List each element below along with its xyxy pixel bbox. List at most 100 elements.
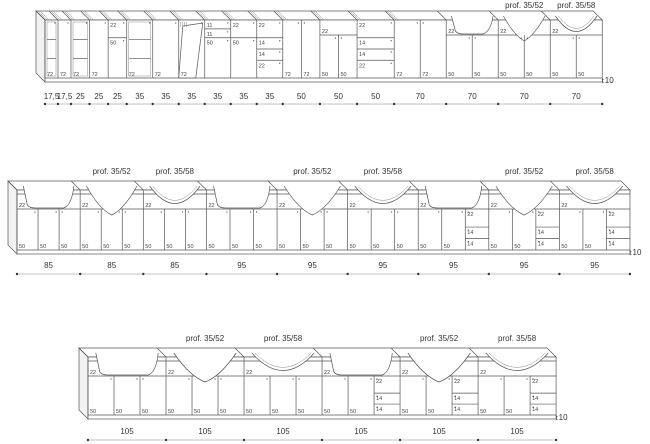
- height-label: 22: [359, 23, 365, 29]
- worktop-hatch: [173, 10, 183, 21]
- handle-icon: [376, 378, 378, 380]
- height-label: 50: [491, 244, 497, 250]
- module-width-label: 17,5: [44, 92, 60, 101]
- height-label: 14: [467, 230, 473, 236]
- handle-icon: [97, 211, 99, 213]
- side-panel: [7, 180, 18, 255]
- worktop-hatch: [119, 10, 129, 21]
- side-panel: [35, 10, 46, 83]
- height-label: 50: [208, 244, 214, 250]
- dimension-tick: [281, 102, 284, 106]
- dimension-tick: [78, 272, 82, 276]
- height-label: 50: [324, 409, 330, 415]
- handle-icon: [390, 22, 392, 24]
- dimension-tick: [205, 272, 208, 276]
- height-label: 50: [90, 409, 96, 415]
- handle-icon: [579, 211, 581, 213]
- module-width-label: 25: [76, 92, 85, 101]
- handle-icon: [142, 378, 144, 380]
- height-label: 14: [359, 41, 365, 47]
- plinth-height-label: ↕10: [601, 76, 614, 85]
- dimension-tick: [151, 102, 154, 106]
- module-width-label: 25: [94, 92, 103, 101]
- worktop-hatch: [121, 10, 131, 21]
- handle-icon: [136, 378, 138, 380]
- worktop-hatch: [63, 10, 74, 21]
- dimension-tick: [476, 438, 480, 442]
- module-width-label: 35: [213, 92, 222, 101]
- height-label: 72: [285, 72, 291, 78]
- height-label: 22: [233, 23, 239, 29]
- height-label: 50: [402, 409, 408, 415]
- module-top-divider: [390, 347, 401, 358]
- worktop-hatch: [84, 10, 94, 21]
- module-width-label: 95: [378, 261, 387, 270]
- dimension-tick: [398, 438, 402, 442]
- height-label: 14: [376, 407, 382, 413]
- height-label: 22: [19, 203, 25, 209]
- height-label: 22: [322, 29, 328, 35]
- height-label: 50: [340, 72, 346, 78]
- module-top-divider: [143, 10, 153, 21]
- height-label: 22: [279, 203, 285, 209]
- height-label: 50: [103, 244, 109, 250]
- handle-icon: [298, 378, 300, 380]
- height-label: 72: [73, 72, 79, 78]
- worktop-hatch: [314, 10, 325, 21]
- module-top-divider: [78, 347, 89, 358]
- module-top-divider: [35, 10, 46, 21]
- height-label: 14: [259, 41, 265, 47]
- height-label: 22: [402, 370, 408, 376]
- handle-icon: [397, 211, 399, 213]
- worktop-hatch: [102, 10, 113, 21]
- sink-v-icon: [283, 185, 341, 216]
- module-top-divider: [273, 10, 284, 21]
- height-label: 50: [500, 72, 506, 78]
- worktop-hatch: [312, 10, 323, 21]
- handle-icon: [124, 211, 126, 213]
- handle-icon: [340, 37, 343, 39]
- height-label: 22: [454, 379, 460, 385]
- handle-icon: [391, 211, 393, 213]
- module-top-divider: [408, 180, 419, 191]
- module-top-divider: [195, 10, 205, 21]
- sink-oval-inner: [254, 352, 312, 368]
- dimension-tick: [393, 102, 396, 106]
- dimension-tick: [355, 102, 359, 106]
- dimension-tick: [88, 102, 91, 106]
- handle-icon: [279, 51, 281, 53]
- handle-icon: [279, 62, 281, 64]
- height-label: 50: [233, 41, 239, 47]
- handle-icon: [67, 22, 69, 24]
- cabinet-module: 17,572: [35, 10, 60, 106]
- worktop-hatch: [65, 10, 76, 21]
- dimension-tick: [203, 102, 206, 106]
- height-label: 22: [359, 63, 365, 69]
- height-label: 14: [532, 407, 538, 413]
- height-label: 14: [538, 242, 544, 248]
- module-top-divider: [98, 10, 109, 21]
- height-label: 22: [480, 370, 486, 376]
- dimension-tick: [15, 272, 19, 276]
- dimension-tick: [106, 102, 110, 106]
- height-label: 72: [92, 72, 98, 78]
- module-width-label: 105: [276, 427, 290, 436]
- height-label: 22: [259, 63, 265, 69]
- handle-icon: [572, 37, 574, 39]
- handle-icon: [61, 211, 63, 213]
- sink-depth-label: prof. 35/52: [293, 167, 332, 176]
- height-label: 50: [298, 409, 304, 415]
- height-label: 50: [373, 244, 379, 250]
- height-label: 50: [220, 409, 226, 415]
- sink-rect-icon: [329, 352, 393, 376]
- sink-oval-inner: [488, 352, 546, 368]
